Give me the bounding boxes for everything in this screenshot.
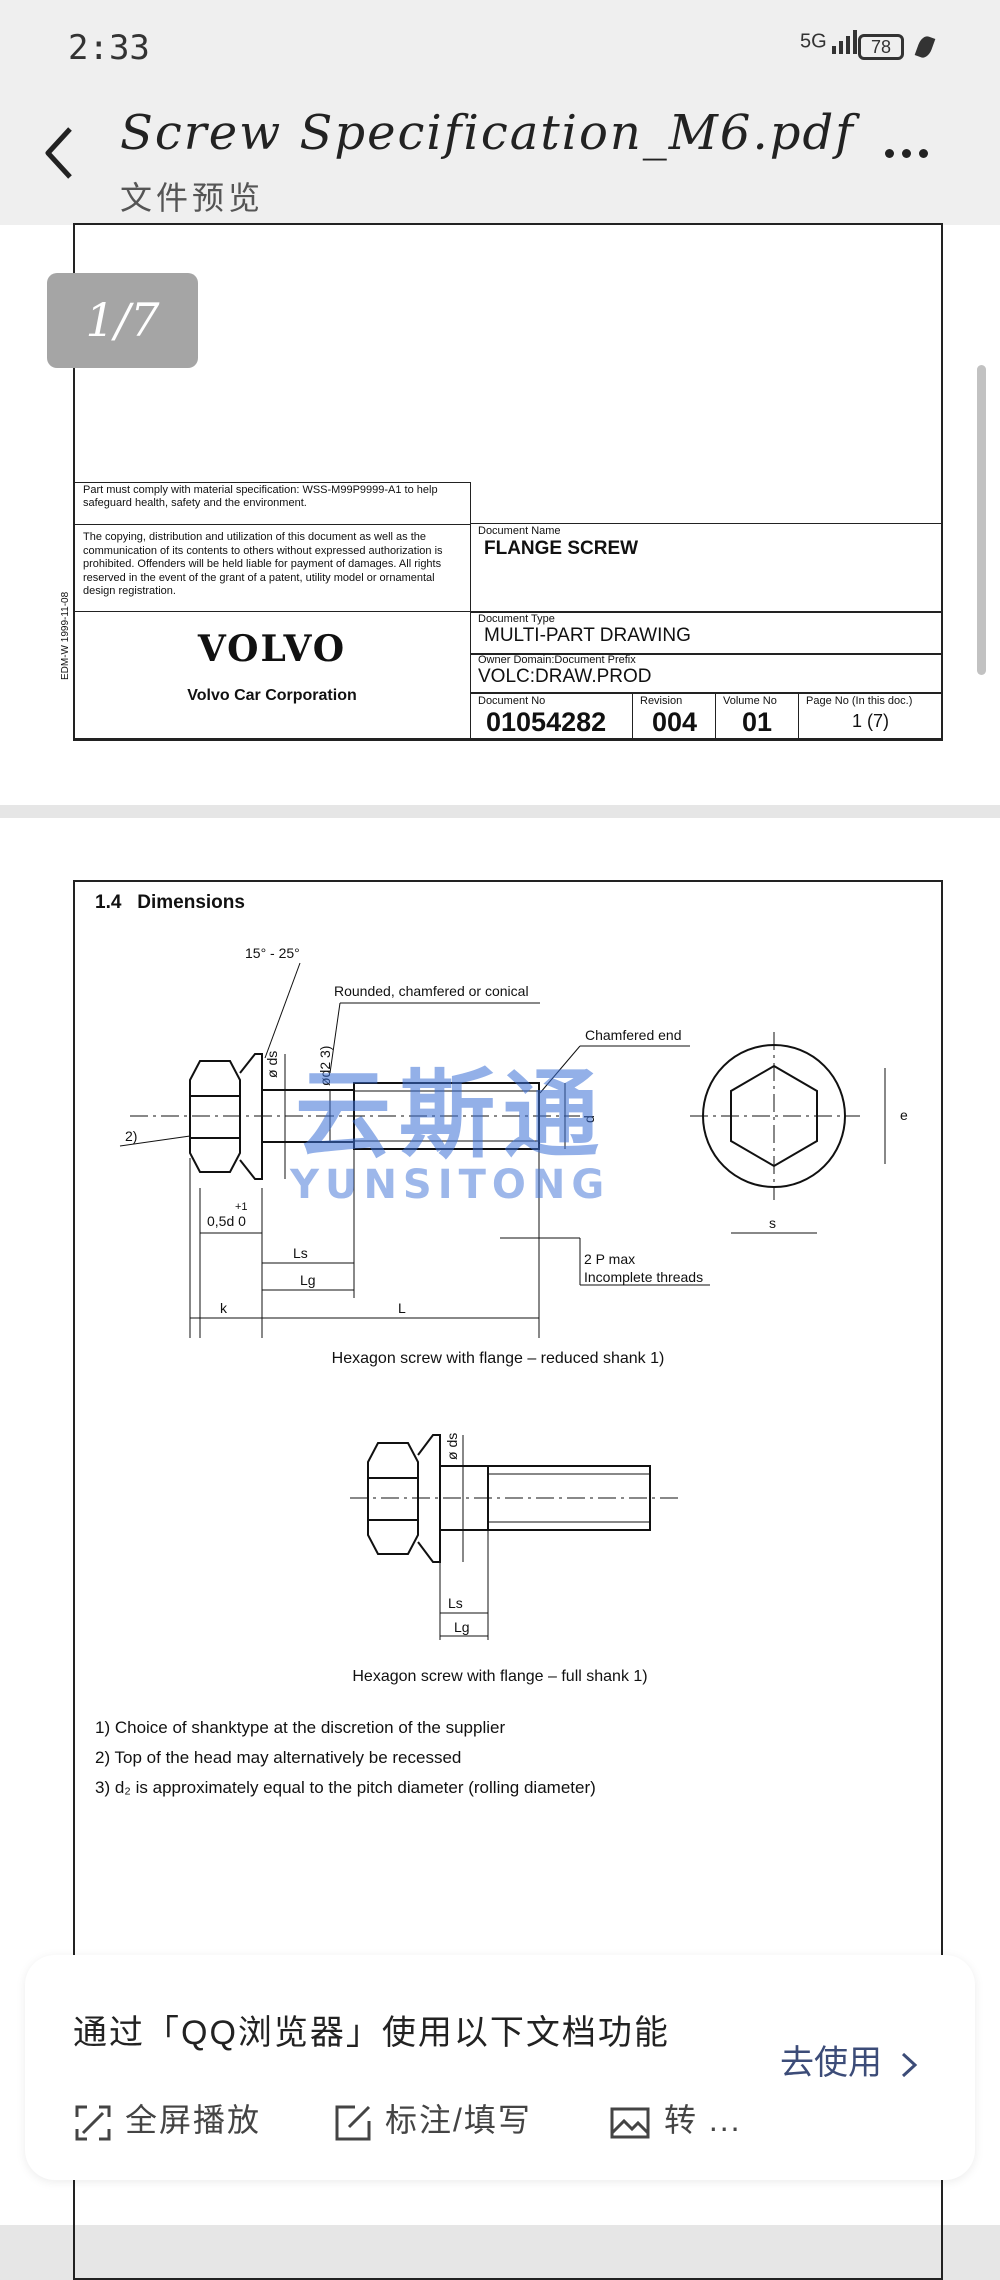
label-l: L (398, 1300, 406, 1316)
page-no: 1 (7) (852, 711, 890, 731)
doc-name-label: Document Name (478, 525, 561, 537)
doc-type-label: Document Type (478, 613, 555, 625)
convert-label: 转 ... (664, 2102, 742, 2138)
doc-name-cell (470, 523, 943, 613)
copyright-notice: The copying, distribution and utilizatio… (83, 531, 443, 597)
more-dot-icon (919, 149, 928, 158)
signal-bars-icon (832, 30, 858, 54)
image-icon (610, 2107, 650, 2139)
section-heading: 1.4 Dimensions (95, 892, 245, 913)
page-indicator: 1/7 (47, 273, 198, 368)
volvo-logo: VOLVO (197, 628, 347, 670)
scrollbar[interactable] (977, 365, 986, 675)
battery-icon: 78 (858, 34, 904, 60)
doc-no-label: Document No (478, 695, 546, 707)
doc-no: 01054282 (486, 707, 607, 737)
label-d2: ød2 3) (317, 1046, 333, 1086)
label-ref2: 2) (125, 1128, 137, 1144)
doc-name: FLANGE SCREW (484, 538, 639, 559)
revision-label: Revision (640, 695, 683, 707)
note-3: 3) d₂ is approximately equal to the pitc… (95, 1778, 596, 1797)
caption-reduced-shank: Hexagon screw with flange – reduced shan… (331, 1350, 665, 1367)
volume: 01 (742, 707, 773, 737)
rounded-leader (329, 1002, 341, 1074)
owner: VOLC:DRAW.PROD (478, 666, 652, 687)
qq-browser-promo-sheet: 通过「QQ浏览器」使用以下文档功能 去使用 全屏播放 标注/填写 转 ... (25, 1955, 975, 2180)
hex-head-shape-2 (367, 1442, 419, 1555)
angle-leader (264, 962, 301, 1059)
edit-icon (335, 2105, 371, 2141)
label-ls: Ls (293, 1245, 308, 1261)
status-time: 2:33 (68, 28, 150, 68)
go-use-label: 去使用 (780, 2044, 882, 2082)
ref2-leader (119, 1135, 191, 1147)
battery-level: 78 (870, 37, 892, 57)
label-s: s (769, 1215, 776, 1231)
watermark-cn: 云斯通 (295, 1059, 607, 1171)
chevron-right-icon (902, 2052, 918, 2078)
drawing-frame (73, 223, 943, 740)
more-dot-icon (885, 149, 894, 158)
material-note: Part must comply with material specifica… (83, 484, 438, 509)
revision: 004 (652, 707, 698, 737)
owner-cell (470, 653, 943, 694)
annotate-fill-action[interactable]: 标注/填写 (335, 2095, 532, 2141)
label-incomplete: Incomplete threads (584, 1269, 703, 1285)
pdf-page-1[interactable]: Part must comply with material specifica… (0, 223, 1000, 805)
label-pitch: 2 P max (584, 1251, 635, 1267)
company-name: Volvo Car Corporation (187, 687, 357, 704)
doc-type-cell (470, 611, 943, 655)
page-no-cell (798, 692, 943, 741)
more-button[interactable] (885, 145, 945, 165)
fullscreen-play-action[interactable]: 全屏播放 (75, 2095, 261, 2141)
chamfer-leader (539, 1045, 581, 1094)
more-dot-icon (902, 149, 911, 158)
chevron-left-icon (45, 127, 72, 179)
back-button[interactable] (40, 123, 80, 183)
label-d: d (581, 1115, 597, 1123)
label-tol: +1 (235, 1201, 248, 1213)
note-1: 1) Choice of shanktype at the discretion… (95, 1718, 506, 1737)
caption-full-shank: Hexagon screw with flange – full shank 1… (352, 1668, 648, 1685)
network-type: 5G (800, 30, 827, 53)
page-no-label: Page No (In this doc.) (806, 695, 913, 707)
owner-label: Owner Domain:Document Prefix (478, 654, 636, 666)
document-title: Screw Specification_M6.pdf (120, 105, 855, 161)
status-bar: 2:33 5G 78 (0, 0, 1000, 95)
hex-head-shape (189, 1060, 241, 1173)
label-ds: ø ds (264, 1051, 280, 1078)
label-k: k (220, 1300, 228, 1316)
label-half-d: 0,5d 0 (207, 1213, 246, 1229)
signal-icon: 5G (800, 30, 862, 54)
label-ls-2: Ls (448, 1595, 463, 1611)
title-bar: Screw Specification_M6.pdf 文件预览 (0, 95, 1000, 225)
label-angle: 15° - 25° (245, 945, 300, 961)
watermark-en: YUNSITONG (289, 1162, 610, 1208)
screw-drawing: 15° - 25° Rounded, chamfered or conical … (119, 945, 908, 1640)
annotate-fill-label: 标注/填写 (385, 2102, 532, 2138)
label-rounded: Rounded, chamfered or conical (334, 983, 529, 999)
note-2: 2) Top of the head may alternatively be … (95, 1748, 462, 1767)
side-code: EDM-W 1999-11-08 (60, 591, 71, 680)
label-ds-2: ø ds (444, 1433, 460, 1460)
promo-title: 通过「QQ浏览器」使用以下文档功能 (73, 2014, 670, 2052)
label-lg-2: Lg (454, 1619, 470, 1635)
go-use-button[interactable]: 去使用 (780, 2035, 919, 2084)
convert-action[interactable]: 转 ... (610, 2095, 742, 2141)
fullscreen-play-label: 全屏播放 (125, 2102, 262, 2138)
label-chamfered-end: Chamfered end (585, 1027, 682, 1043)
volume-label: Volume No (723, 695, 777, 707)
label-e: e (900, 1107, 908, 1123)
fullscreen-icon (75, 2105, 111, 2141)
document-subtitle: 文件预览 (120, 180, 265, 216)
power-saving-icon (914, 34, 936, 60)
label-lg: Lg (300, 1272, 316, 1288)
doc-type: MULTI-PART DRAWING (484, 625, 691, 646)
